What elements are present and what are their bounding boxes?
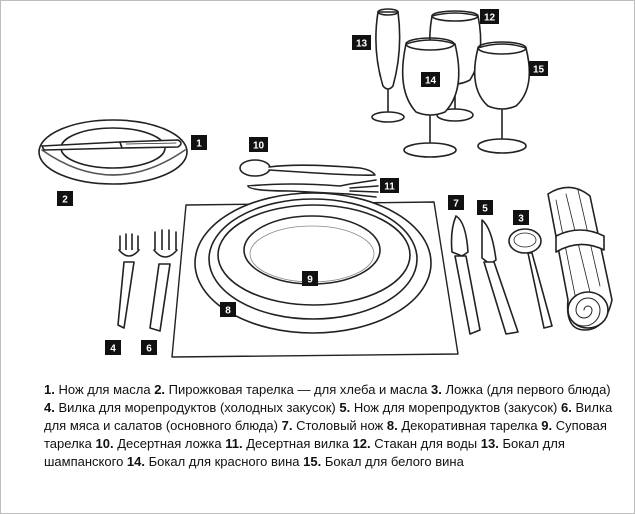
legend-entry: 7. Столовый нож [282, 418, 384, 433]
callout-5-label: 5 [482, 204, 488, 215]
legend-num: 2. [154, 382, 166, 397]
legend-num: 3. [431, 382, 442, 397]
legend-entry: 5. Нож для морепродуктов (закусок) [339, 400, 557, 415]
table-setting-illustration: 1 2 3 4 5 6 7 8 [38, 8, 613, 358]
napkin-roll [547, 186, 613, 331]
callout-9-label: 9 [307, 275, 313, 286]
legend-label: Десертная ложка [117, 436, 222, 451]
red-wine-glass [401, 37, 460, 158]
callout-15: 15 [529, 61, 548, 76]
seafood-knife [481, 219, 519, 335]
legend-num: 7. [281, 418, 293, 433]
legend-entry: 6. Вилка для мяса и салатов (основного б… [44, 400, 612, 433]
callout-6-label: 6 [146, 344, 152, 355]
callout-12: 12 [480, 9, 499, 24]
legend-text: 1. Нож для масла 2. Пирожковая тарелка —… [44, 381, 619, 471]
legend-label: Вилка для морепродуктов (холодных закусо… [58, 400, 336, 415]
callout-7: 7 [448, 195, 464, 210]
callout-4: 4 [105, 340, 121, 355]
callout-10: 10 [249, 137, 268, 152]
callout-4-label: 4 [110, 344, 116, 355]
soup-plate [217, 204, 411, 306]
callout-11: 11 [380, 178, 399, 193]
callout-3-label: 3 [518, 214, 524, 225]
callout-6: 6 [141, 340, 157, 355]
callout-8-label: 8 [225, 306, 231, 317]
callout-9: 9 [302, 271, 318, 286]
seafood-fork [117, 233, 140, 329]
soup-spoon [508, 228, 553, 329]
legend-num: 6. [560, 400, 572, 415]
main-fork [149, 229, 178, 332]
bread-plate [38, 119, 188, 185]
legend-entry: 10. Десертная ложка [95, 436, 221, 451]
legend-label: Декоративная тарелка [401, 418, 538, 433]
legend-label: Бокал для красного вина [148, 454, 300, 469]
white-wine-glass [473, 41, 531, 154]
legend-num: 15. [303, 454, 322, 469]
legend-label: Пирожковая тарелка — для хлеба и масла [168, 382, 428, 397]
legend-label: Стакан для воды [374, 436, 478, 451]
legend-num: 13. [480, 436, 499, 451]
legend-num: 11. [225, 436, 243, 451]
champagne-flute [371, 8, 405, 123]
legend-entry: 14. Бокал для красного вина [127, 454, 300, 469]
dessert-fork [247, 179, 379, 198]
legend-entry: 1. Нож для масла [44, 382, 151, 397]
callout-10-label: 10 [253, 141, 265, 152]
legend-label: Бокал для белого вина [324, 454, 464, 469]
callout-13-label: 13 [356, 39, 368, 50]
legend-entry: 8. Декоративная тарелка [387, 418, 538, 433]
callout-7-label: 7 [453, 199, 459, 210]
legend-label: Десертная вилка [246, 436, 349, 451]
callout-15-label: 15 [533, 65, 545, 76]
legend-label: Суповая тарелка [44, 418, 607, 451]
legend-num: 1. [44, 382, 55, 397]
legend-num: 14. [126, 454, 145, 469]
legend-entry: 3. Ложка (для первого блюда) [431, 382, 611, 397]
legend-entry: 11. Десертная вилка [225, 436, 349, 451]
legend-entry: 2. Пирожковая тарелка — для хлеба и масл… [154, 382, 427, 397]
legend-num: 10. [95, 436, 114, 451]
legend-entry: 4. Вилка для морепродуктов (холодных зак… [44, 400, 336, 415]
legend-num: 5. [339, 400, 351, 415]
dinner-knife [450, 215, 481, 335]
legend-num: 4. [44, 400, 55, 415]
dessert-spoon [239, 159, 376, 177]
legend-entry: 9. Суповая тарелка [44, 418, 607, 451]
callout-5: 5 [477, 200, 493, 215]
legend-entry: 15. Бокал для белого вина [303, 454, 464, 469]
callout-1-label: 1 [196, 139, 202, 150]
callout-2: 2 [57, 191, 73, 206]
legend-entry: 13. Бокал для шампанского [44, 436, 565, 469]
legend-num: 12. [352, 436, 371, 451]
legend-label: Вилка для мяса и салатов (основного блюд… [44, 400, 613, 433]
legend-num: 8. [386, 418, 398, 433]
butter-knife [41, 139, 182, 151]
legend-label: Столовый нож [296, 418, 384, 433]
callout-8: 8 [220, 302, 236, 317]
callout-11-label: 11 [384, 182, 395, 193]
callout-1: 1 [191, 135, 207, 150]
callout-2-label: 2 [62, 195, 68, 206]
legend-label: Нож для масла [58, 382, 151, 397]
legend-label: Нож для морепродуктов (закусок) [353, 400, 558, 415]
legend-entry: 12. Стакан для воды [353, 436, 478, 451]
callout-14-label: 14 [425, 76, 437, 87]
legend-label: Ложка (для первого блюда) [445, 382, 611, 397]
callout-12-label: 12 [484, 13, 496, 24]
legend-num: 9. [541, 418, 553, 433]
legend-label: Бокал для шампанского [44, 436, 565, 469]
callout-3: 3 [513, 210, 529, 225]
callout-14: 14 [421, 72, 440, 87]
callout-13: 13 [352, 35, 371, 50]
